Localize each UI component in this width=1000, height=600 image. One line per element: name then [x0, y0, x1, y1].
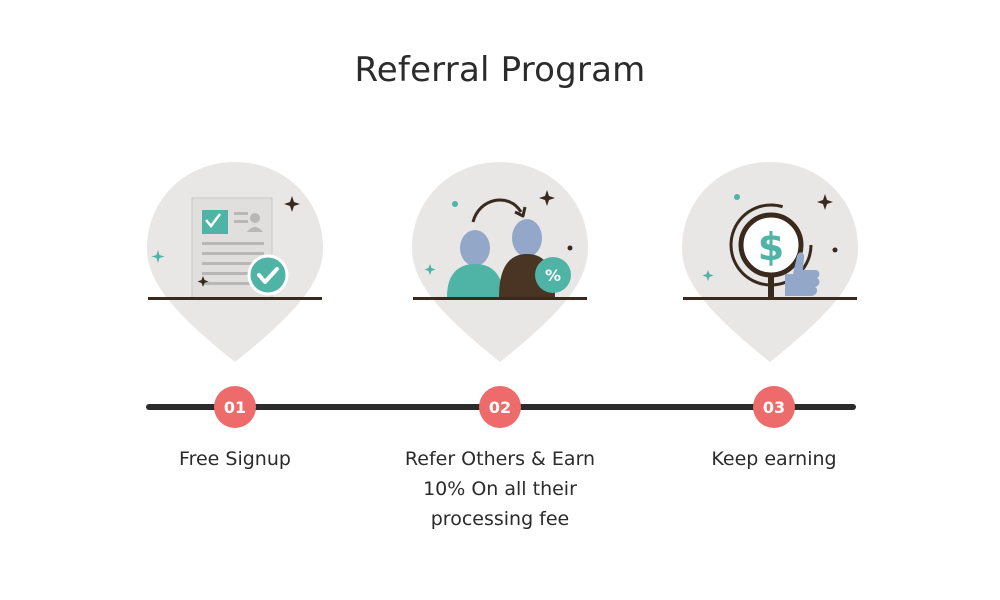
step-1-illustration: [140, 150, 330, 370]
step-2-label-line: Refer Others & Earn: [404, 448, 596, 470]
step-3-badge: 03: [753, 386, 795, 428]
step-2-label: Refer Others & Earn 10% On all their pro…: [380, 444, 620, 534]
signup-document-check-icon: [147, 162, 323, 362]
step-2-label-line: 10% On all their: [423, 478, 577, 500]
step-3-label: Keep earning: [654, 444, 894, 474]
step-1-badge: 01: [214, 386, 256, 428]
step-3-label-line: Keep earning: [711, 448, 837, 470]
step-1-label-line: Free Signup: [179, 448, 291, 470]
refer-people-percent-icon: %: [412, 162, 588, 362]
step-2-label-line: processing fee: [430, 508, 570, 530]
svg-text:$: $: [758, 225, 784, 269]
page-title: Referral Program: [354, 50, 646, 90]
svg-text:%: %: [545, 266, 561, 285]
step-3-illustration: $: [675, 150, 865, 370]
step-2-illustration: %: [405, 150, 595, 370]
step-2-badge: 02: [479, 386, 521, 428]
step-1-label: Free Signup: [115, 444, 355, 474]
dollar-thumbs-up-icon: $: [682, 162, 858, 362]
